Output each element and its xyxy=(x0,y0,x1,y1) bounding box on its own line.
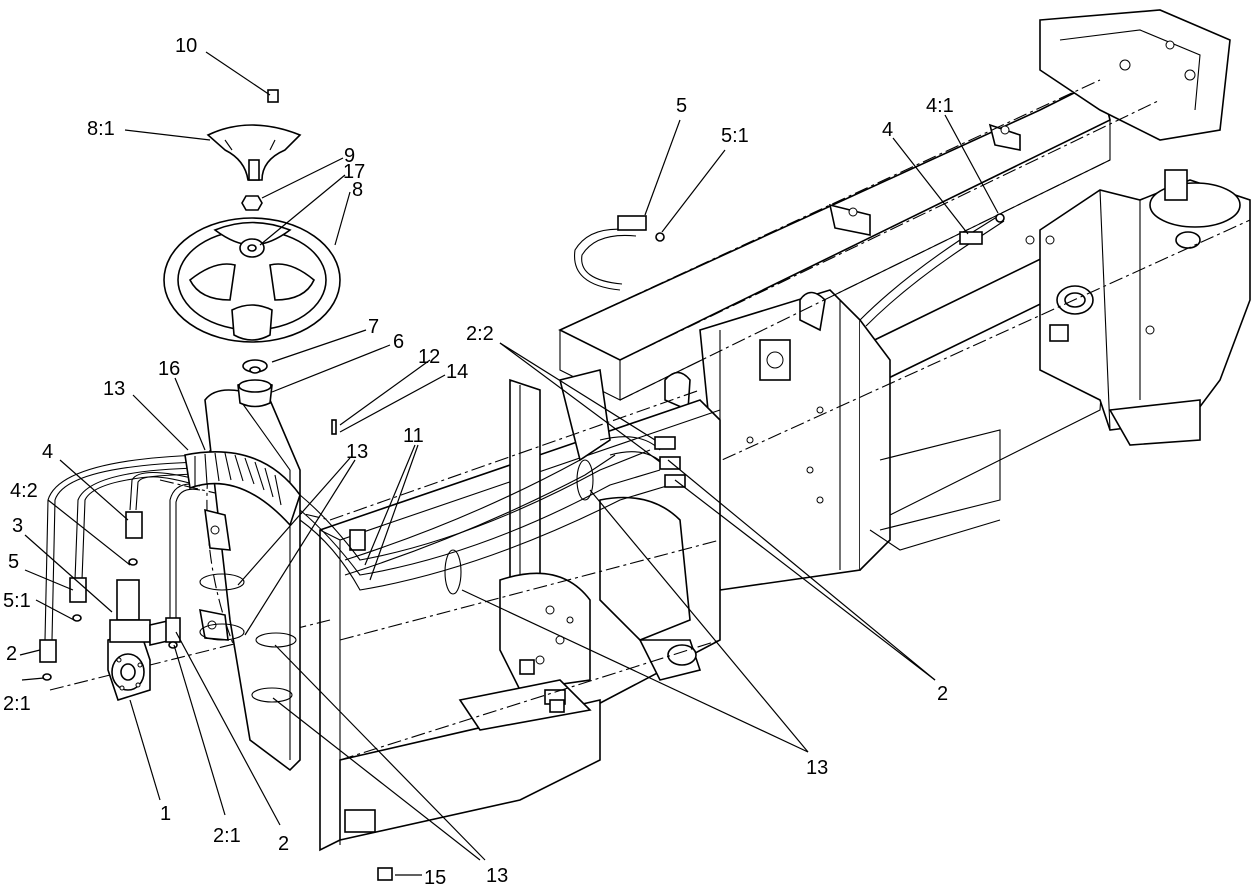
callout-13-d: 13 xyxy=(806,757,828,779)
callout-5-1-b: 5:1 xyxy=(721,125,749,147)
callout-7: 7 xyxy=(368,316,379,338)
hydraulic-hoses xyxy=(39,213,1005,881)
steering-wheel xyxy=(163,217,341,343)
callout-10: 10 xyxy=(175,35,197,57)
steering-cap xyxy=(206,89,302,181)
callout-5-a: 5 xyxy=(8,551,19,573)
callout-8-1: 8:1 xyxy=(87,118,115,140)
callout-3: 3 xyxy=(12,515,23,537)
callout-2-c: 2 xyxy=(937,683,948,705)
callout-2-a: 2 xyxy=(6,643,17,665)
callout-2-1-a: 2:1 xyxy=(3,693,31,715)
callout-1: 1 xyxy=(160,803,171,825)
callout-2-1-b: 2:1 xyxy=(213,825,241,847)
callout-14: 14 xyxy=(446,361,468,383)
callout-4-2: 4:2 xyxy=(10,480,38,502)
callout-11: 11 xyxy=(403,425,424,447)
callout-5-b: 5 xyxy=(676,95,687,117)
callout-4-a: 4 xyxy=(42,441,53,463)
callout-16: 16 xyxy=(158,358,180,380)
callout-17: 17 xyxy=(343,161,365,183)
callout-4-b: 4 xyxy=(882,119,893,141)
callout-15: 15 xyxy=(424,867,446,889)
callout-13-c: 13 xyxy=(486,865,508,887)
callout-2-2: 2:2 xyxy=(466,323,494,345)
callout-4-1: 4:1 xyxy=(926,95,954,117)
callout-8: 8 xyxy=(352,179,363,201)
main-frame xyxy=(558,9,1251,591)
callout-13-b: 13 xyxy=(346,441,368,463)
leader-lines xyxy=(19,51,999,876)
front-frame xyxy=(49,369,721,852)
callout-2-b: 2 xyxy=(278,833,289,855)
callout-5-1-a: 5:1 xyxy=(3,590,31,612)
steering-valve xyxy=(107,579,173,701)
callout-9: 9 xyxy=(344,145,355,167)
callout-6: 6 xyxy=(393,331,404,353)
callout-labels: 10 8:1 9 17 8 7 6 12 14 13 16 13 11 4 4:… xyxy=(3,35,954,889)
steering-nut-washers xyxy=(237,195,337,435)
callout-12: 12 xyxy=(418,346,440,368)
callout-13-a: 13 xyxy=(103,378,125,400)
